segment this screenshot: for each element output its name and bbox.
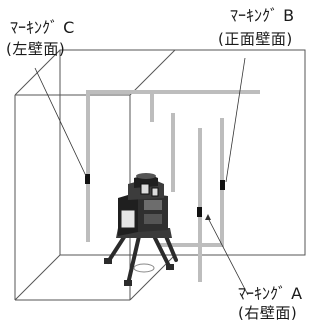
marking-tick-icon — [220, 180, 225, 190]
inner-top-edge — [129, 49, 176, 96]
leader-b — [225, 57, 246, 183]
back-wall — [59, 49, 306, 256]
label-a-sub: (右壁面) — [238, 304, 298, 322]
marking-tick-icon — [85, 174, 90, 184]
leader-c — [34, 67, 87, 177]
marking-tick-icon — [197, 207, 202, 217]
arrowhead-a — [205, 214, 211, 220]
bottom-left-edge — [14, 254, 61, 301]
laser-level-icon — [104, 173, 178, 286]
leader-lines — [34, 57, 249, 296]
label-c-title: ﾏｰｷﾝｸﾞ C — [10, 18, 75, 37]
room-outline — [14, 49, 306, 301]
label-a-title: ﾏｰｷﾝｸﾞ A — [238, 284, 303, 303]
label-c-sub: (左壁面) — [6, 40, 66, 58]
label-b-sub: (正面壁面) — [218, 30, 293, 48]
label-b-title: ﾏｰｷﾝｸﾞ B — [230, 6, 295, 25]
leader-a — [207, 217, 249, 296]
markers — [85, 174, 225, 217]
